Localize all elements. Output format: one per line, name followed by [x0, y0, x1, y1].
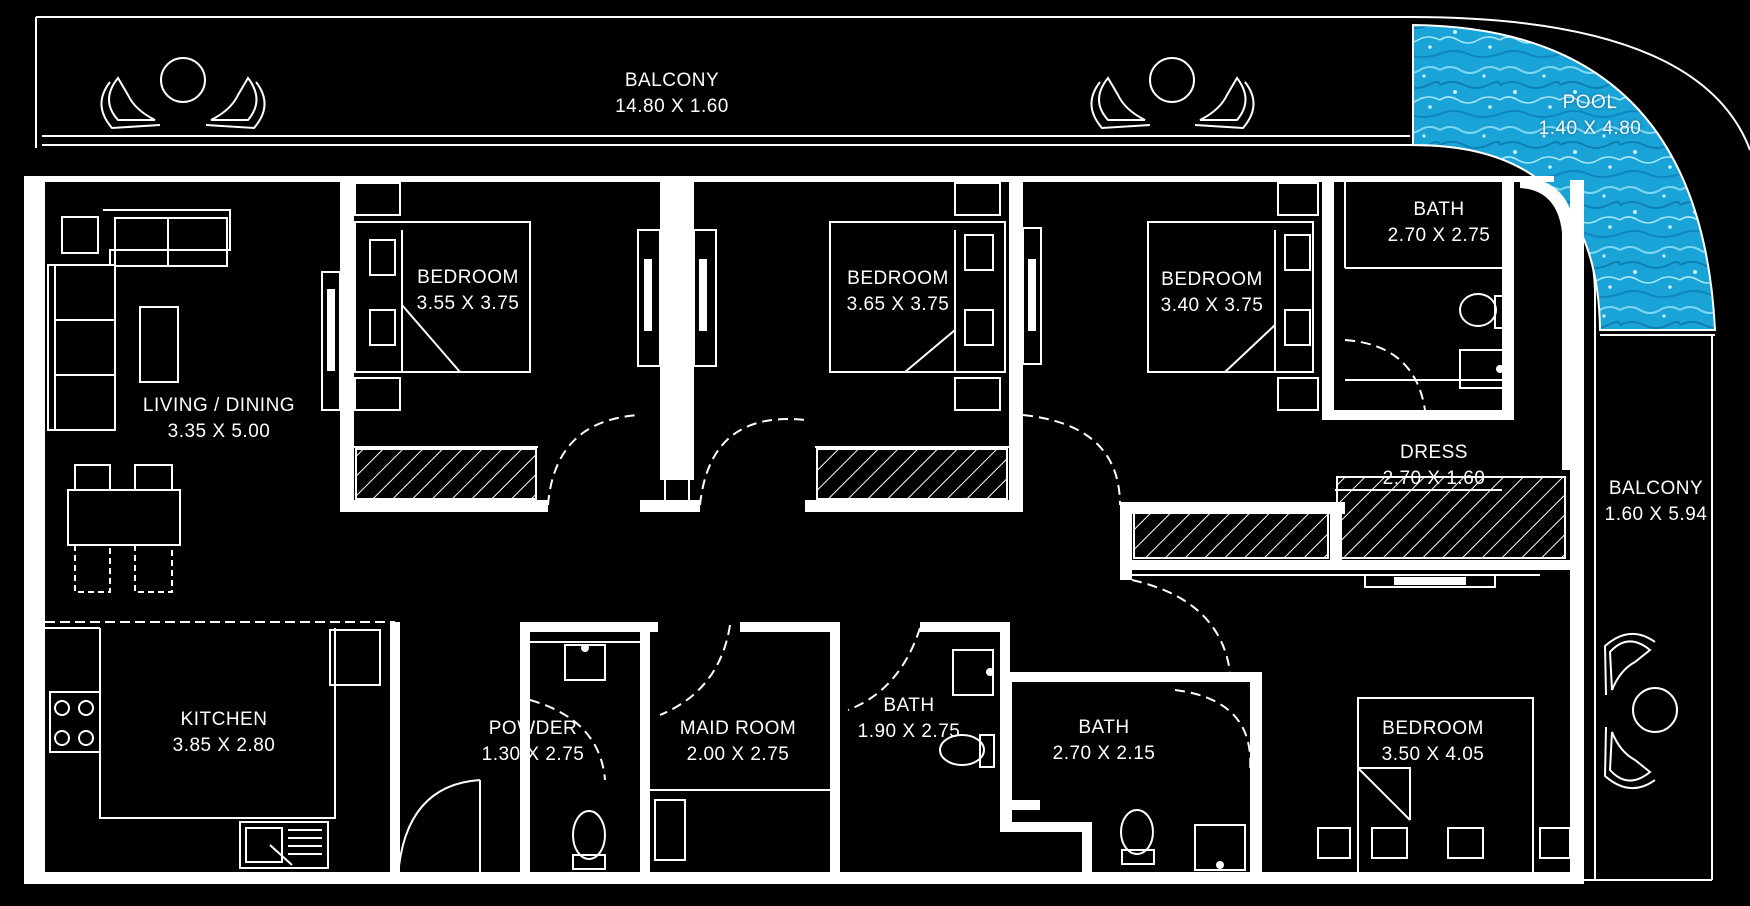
room-name: POWDER: [488, 718, 578, 739]
label-bedroom-3: BEDROOM 3.40 X 3.75: [1161, 267, 1264, 319]
room-name: POOL: [1562, 92, 1618, 113]
room-name: BATH: [883, 695, 935, 716]
entry-door: [397, 779, 481, 877]
beds: [354, 182, 1571, 875]
label-powder: POWDER 1.30 X 2.75: [482, 716, 585, 768]
kitchen-fixtures: [49, 629, 381, 869]
room-size: 3.40 X 3.75: [1160, 295, 1264, 316]
room-name: BEDROOM: [417, 267, 519, 288]
room-name: BATH: [1078, 717, 1130, 738]
label-bath-master: BATH 2.70 X 2.75: [1388, 197, 1491, 249]
room-size: 3.35 X 5.00: [167, 421, 271, 442]
room-name: LIVING / DINING: [142, 395, 296, 416]
room-name: DRESS: [1400, 442, 1468, 463]
room-size: 3.85 X 2.80: [172, 735, 276, 756]
label-living-dining: LIVING / DINING 3.35 X 5.00: [143, 393, 295, 445]
room-name: MAID ROOM: [679, 718, 797, 739]
room-size: 2.70 X 1.60: [1382, 468, 1486, 489]
room-name: BALCONY: [624, 70, 720, 91]
label-bath-guest: BATH 2.70 X 2.15: [1053, 715, 1156, 767]
pool: [1412, 23, 1717, 331]
room-size: 1.40 X 4.80: [1538, 118, 1642, 139]
balcony-side-outline: [1580, 334, 1715, 881]
label-maid-room: MAID ROOM 2.00 X 2.75: [680, 716, 796, 768]
label-pool: POOL 1.40 X 4.80: [1539, 90, 1642, 142]
label-bedroom-1: BEDROOM 3.55 X 3.75: [417, 265, 520, 317]
label-kitchen: KITCHEN 3.85 X 2.80: [173, 707, 276, 759]
room-size: 14.80 X 1.60: [615, 96, 729, 117]
room-size: 2.70 X 2.15: [1052, 743, 1156, 764]
label-bedroom-2: BEDROOM 3.65 X 3.75: [847, 266, 950, 318]
interior-walls: [340, 180, 1572, 882]
living-furniture: [47, 209, 231, 593]
room-size: 3.55 X 3.75: [416, 293, 520, 314]
label-balcony-side: BALCONY 1.60 X 5.94: [1605, 476, 1708, 528]
wardrobes: [355, 448, 1566, 559]
room-size: 1.60 X 5.94: [1604, 504, 1708, 525]
label-balcony-top: BALCONY 14.80 X 1.60: [615, 68, 729, 120]
tv-units: [321, 227, 1496, 588]
room-name: BEDROOM: [1382, 718, 1484, 739]
room-size: 3.50 X 4.05: [1381, 744, 1485, 765]
room-size: 3.65 X 3.75: [846, 294, 950, 315]
exterior-walls: [24, 176, 1584, 884]
room-size: 2.00 X 2.75: [686, 744, 790, 765]
label-bath-maid: BATH 1.90 X 2.75: [858, 693, 961, 745]
label-dress: DRESS 2.70 X 1.60: [1383, 440, 1486, 492]
sanitary-fixtures: [564, 293, 1510, 871]
balcony-furniture: [100, 57, 1678, 789]
room-name: BEDROOM: [847, 268, 949, 289]
room-name: BEDROOM: [1161, 269, 1263, 290]
room-name: BALCONY: [1608, 478, 1704, 499]
room-size: 1.30 X 2.75: [481, 744, 585, 765]
door-swings: [529, 339, 1426, 781]
room-name: BATH: [1413, 199, 1465, 220]
room-size: 2.70 X 2.75: [1387, 225, 1491, 246]
room-size: 1.90 X 2.75: [857, 721, 961, 742]
label-bedroom-4: BEDROOM 3.50 X 4.05: [1382, 716, 1485, 768]
room-name: KITCHEN: [180, 709, 268, 730]
